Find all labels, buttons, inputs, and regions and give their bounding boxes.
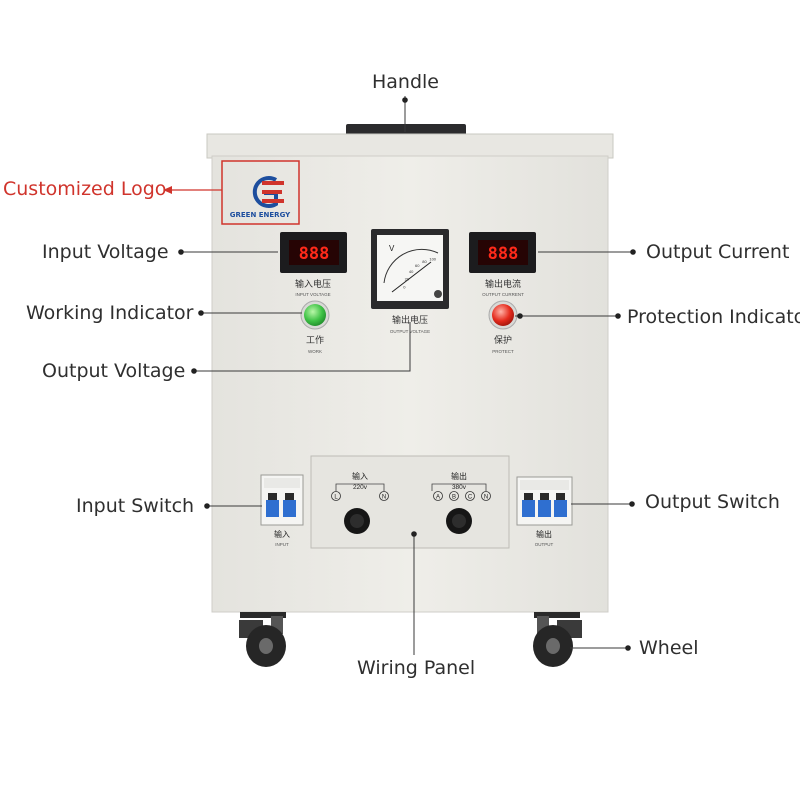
protect-lamp-label-cn: 保护 <box>494 334 512 345</box>
output-current-label-en: OUTPUT CURRENT <box>482 292 524 297</box>
leader-lines <box>181 96 633 655</box>
panel-input-voltage: 220v <box>353 484 368 491</box>
working-indicator-lamp <box>304 304 326 326</box>
output-breaker <box>516 476 573 526</box>
terminal-label: C <box>468 495 473 501</box>
callout-working-indicator: Working Indicator <box>26 302 194 324</box>
input-breaker <box>260 474 304 526</box>
terminal-marker <box>465 491 475 501</box>
output-current-label-cn: 输出电流 <box>485 278 521 289</box>
callout-wiring-panel: Wiring Panel <box>357 657 476 679</box>
logo-icon <box>252 176 284 208</box>
callout-input-switch: Input Switch <box>76 495 195 517</box>
meter-unit: V <box>389 244 395 253</box>
input-voltage-label-cn: 输入电压 <box>295 278 331 289</box>
meter-scale-label: 60 <box>415 263 420 268</box>
panel-output-title: 输出 <box>451 471 467 481</box>
callout-protection-indicator: Protection Indicator <box>627 306 800 328</box>
work-lamp-label-cn: 工作 <box>306 334 324 345</box>
terminal-label: N <box>382 495 386 501</box>
cabinet-lid <box>206 133 614 159</box>
wiring-panel <box>310 455 510 549</box>
left-wheel <box>239 612 286 667</box>
panel-output-voltage: 380v <box>452 484 467 491</box>
callout-input-voltage: Input Voltage <box>42 241 169 263</box>
terminal-marker <box>379 491 389 501</box>
leader-dots <box>178 97 636 651</box>
input-voltage-digits: 888 <box>299 244 330 264</box>
input-voltage-display: 888 <box>280 232 347 273</box>
meter-scale-label: 20 <box>405 277 410 282</box>
leader-output-voltage <box>194 322 411 372</box>
terminal-label: A <box>436 495 440 501</box>
terminal-label: L <box>334 495 338 501</box>
meter-label-cn: 输出电压 <box>392 314 428 325</box>
right-wheel <box>533 612 582 667</box>
logo-highlight-box <box>221 160 300 225</box>
callout-output-current: Output Current <box>646 241 790 263</box>
output-breaker-label-en: OUTPUT <box>535 542 554 547</box>
terminal-label: N <box>484 495 488 501</box>
meter-scale-label: 0 <box>403 285 406 290</box>
input-breaker-label-en: INPUT <box>275 542 289 547</box>
terminal-label: B <box>452 495 456 501</box>
output-current-digits: 888 <box>488 244 519 264</box>
terminal-marker <box>331 491 341 501</box>
input-breaker-label-cn: 输入 <box>274 529 290 539</box>
work-lamp-label-en: WORK <box>308 349 322 354</box>
callout-output-voltage: Output Voltage <box>42 360 186 382</box>
panel-input-title: 输入 <box>352 471 368 481</box>
input-voltage-label-en: INPUT VOLTAGE <box>295 292 330 297</box>
callout-wheel: Wheel <box>639 637 699 659</box>
terminal-marker <box>481 491 491 501</box>
meter-scale-label: 80 <box>422 259 427 264</box>
arrowhead-customized-logo <box>163 186 172 194</box>
callout-output-switch: Output Switch <box>645 491 780 513</box>
protect-lamp-label-en: PROTECT <box>492 349 514 354</box>
callout-handle: Handle <box>372 71 440 93</box>
logo-text: GREEN ENERGY <box>230 211 291 219</box>
terminal-marker <box>449 491 459 501</box>
protection-indicator-lamp <box>492 304 514 326</box>
output-breaker-label-cn: 输出 <box>536 529 552 539</box>
terminal-marker <box>433 491 443 501</box>
output-current-display: 888 <box>469 232 536 273</box>
meter-scale-label: 100 <box>429 256 436 261</box>
callout-customized-logo: Customized Logo <box>3 178 167 200</box>
meter-scale-label: 40 <box>409 269 414 274</box>
